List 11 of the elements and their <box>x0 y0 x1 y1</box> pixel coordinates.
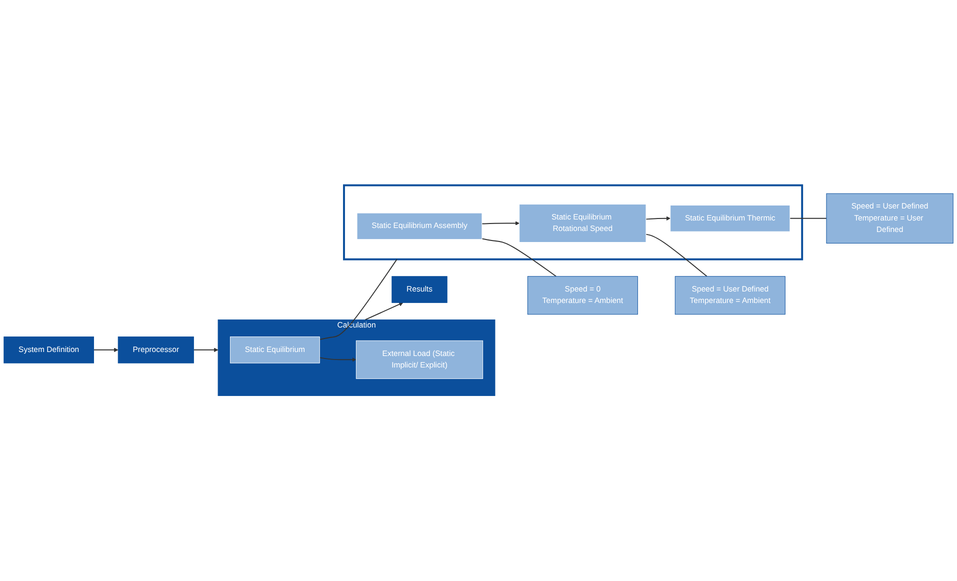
arrow <box>364 302 404 320</box>
connector <box>646 234 708 277</box>
arrow <box>646 216 671 221</box>
connector <box>319 258 398 340</box>
arrow <box>193 348 218 352</box>
arrow <box>93 348 118 352</box>
arrow <box>319 357 356 362</box>
connector <box>789 218 827 219</box>
arrow <box>481 221 520 226</box>
cluster <box>343 184 804 260</box>
connector <box>481 238 557 277</box>
